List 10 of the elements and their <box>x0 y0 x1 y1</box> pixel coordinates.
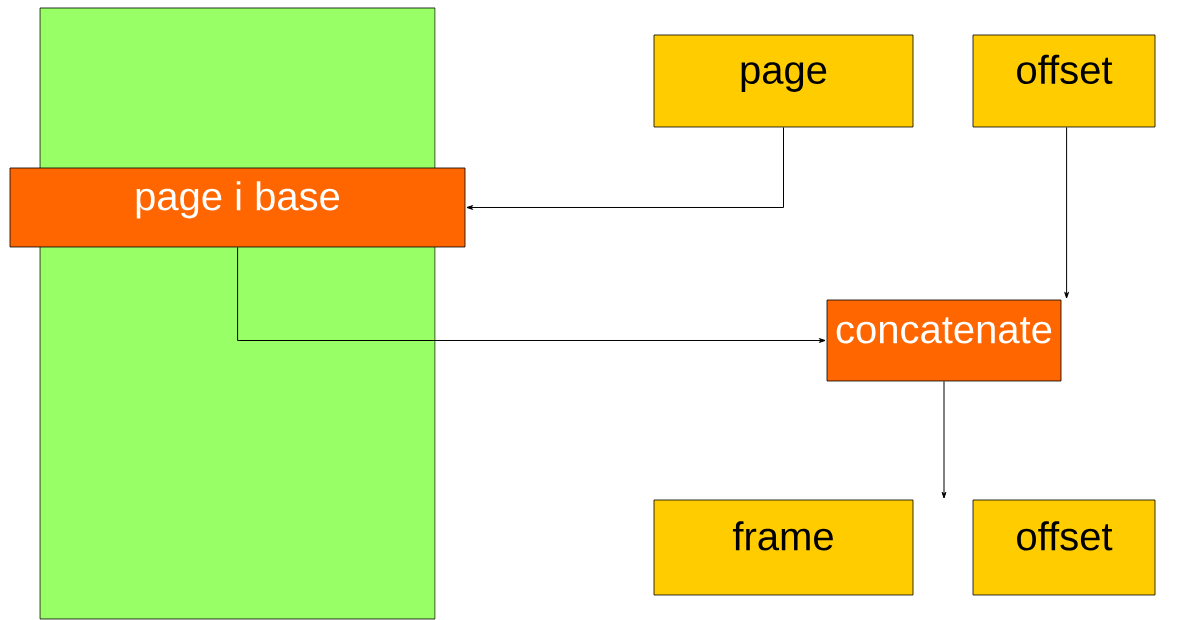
arrow <box>941 380 947 499</box>
address-field: offset <box>972 34 1156 128</box>
arrow <box>466 126 784 210</box>
address-field: offset <box>972 499 1156 596</box>
arrow <box>237 246 826 343</box>
entry-box: page i base <box>9 167 466 248</box>
process-box: concatenate <box>826 299 1062 382</box>
address-field: frame <box>653 499 914 596</box>
address-field: page <box>653 34 914 128</box>
arrow <box>1064 126 1069 299</box>
